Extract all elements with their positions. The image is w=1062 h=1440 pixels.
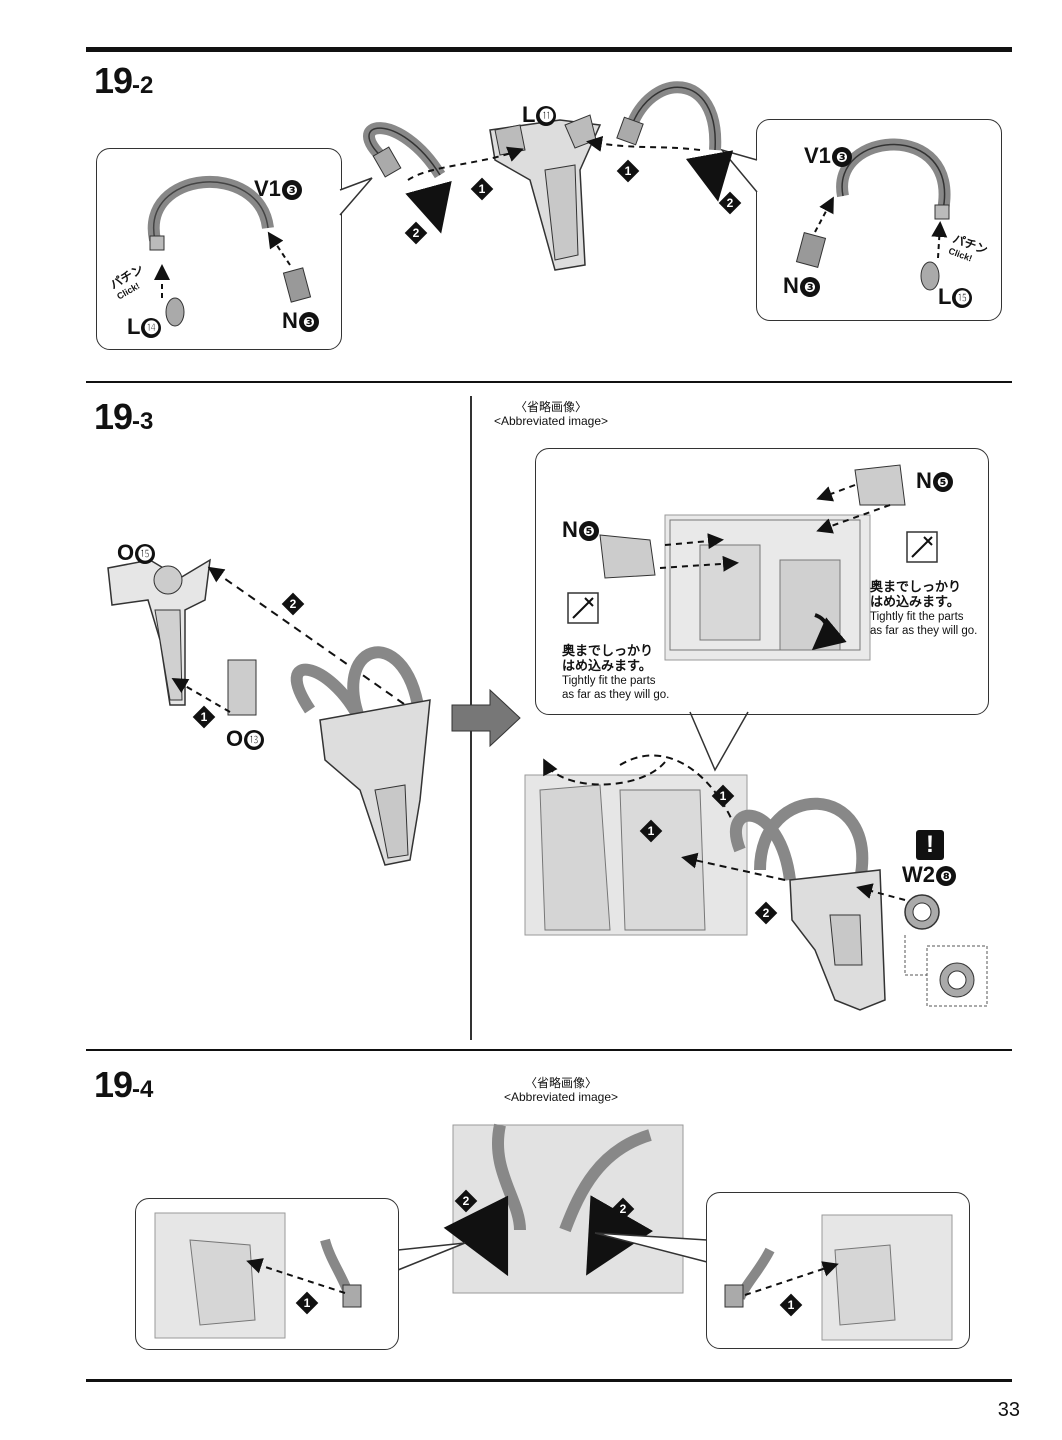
step-marker-1: 1: [192, 705, 216, 729]
step-marker-2: 2: [281, 592, 305, 616]
step-marker-2: 2: [404, 221, 428, 245]
step-marker-1: 1: [295, 1291, 319, 1315]
caution-icon: !: [926, 831, 934, 858]
page-number: 33: [997, 1399, 1020, 1421]
bottom-rule: [86, 1379, 1012, 1382]
step-marker-2: 2: [611, 1197, 635, 1221]
callout-right-19-2: [756, 119, 1002, 321]
callout-19-3: [535, 448, 989, 715]
cable-v1-left: [147, 175, 274, 242]
step-19-3-title: 19-3: [94, 396, 154, 437]
torso-with-cables-19-3: [290, 646, 431, 866]
step-marker-1: 1: [639, 819, 663, 843]
torso-lower-19-3: [729, 797, 886, 1011]
step-marker-2: 2: [718, 191, 742, 215]
step-marker-1: 1: [711, 784, 735, 808]
step-marker-1: 1: [616, 159, 640, 183]
section-divider-2: [86, 1049, 1012, 1051]
step-marker-1: 1: [779, 1293, 803, 1317]
frame-part-o15: [107, 558, 211, 706]
step-19-2-title: 19-2: [94, 60, 154, 101]
abbreviated-image-note-19-4: 〈省略画像〉<Abbreviated image>: [503, 1076, 619, 1104]
step-marker-2: 2: [454, 1189, 478, 1213]
top-rule: [86, 47, 1012, 52]
section-divider-1: [86, 381, 1012, 383]
abbreviated-image-note-19-3: 〈省略画像〉<Abbreviated image>: [493, 400, 609, 428]
step-19-4-title: 19-4: [94, 1064, 154, 1105]
step-marker-2: 2: [754, 901, 778, 925]
step-marker-1: 1: [470, 177, 494, 201]
